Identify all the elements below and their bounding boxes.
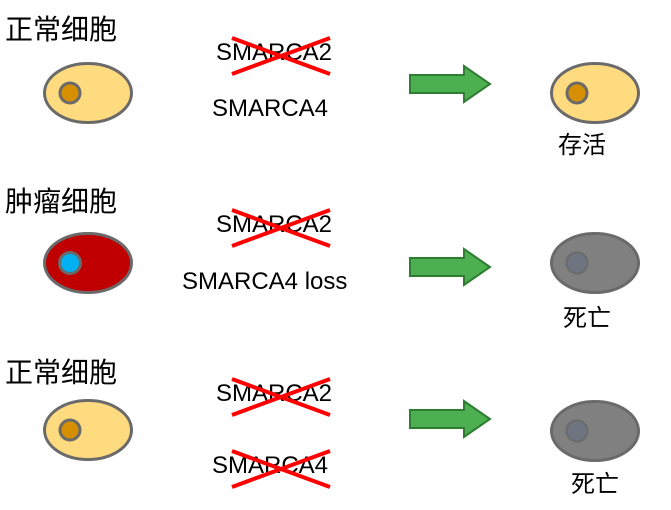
row2-gene1: SMARCA2 [216, 211, 333, 238]
row2-tumor-cell [43, 232, 133, 294]
row2-arrow [409, 247, 492, 287]
row3-gene2: SMARCA4 [212, 452, 329, 479]
cell-body [43, 232, 133, 294]
row3-label: 正常细胞 [5, 356, 118, 389]
row1-normal-cell [43, 62, 133, 124]
row1-gene1: SMARCA2 [216, 39, 333, 66]
row2-outcome: 死亡 [563, 304, 611, 332]
row2-outcome-dead-cell [550, 232, 640, 294]
cell-body [43, 399, 133, 461]
row2-label: 肿瘤细胞 [5, 185, 118, 218]
cell-nucleus [58, 418, 82, 442]
cell-nucleus [565, 81, 589, 105]
cell-nucleus [58, 251, 82, 275]
row1-gene2: SMARCA4 [212, 95, 329, 122]
row1-outcome-cell [550, 62, 640, 124]
cell-nucleus [58, 81, 82, 105]
cell-body [550, 232, 640, 294]
row2-gene2: SMARCA4 loss [182, 268, 348, 295]
cell-nucleus [565, 251, 589, 275]
row3-gene1: SMARCA2 [216, 380, 333, 407]
cell-body [550, 400, 640, 462]
row1-label: 正常细胞 [5, 13, 118, 46]
cell-nucleus [565, 419, 589, 443]
row3-arrow [409, 399, 492, 439]
cell-body [43, 62, 133, 124]
row3-normal-cell [43, 399, 133, 461]
cell-body [550, 62, 640, 124]
row1-outcome: 存活 [558, 131, 606, 159]
row1-arrow [409, 64, 492, 104]
row3-outcome: 死亡 [571, 470, 619, 498]
row3-outcome-dead-cell [550, 400, 640, 462]
